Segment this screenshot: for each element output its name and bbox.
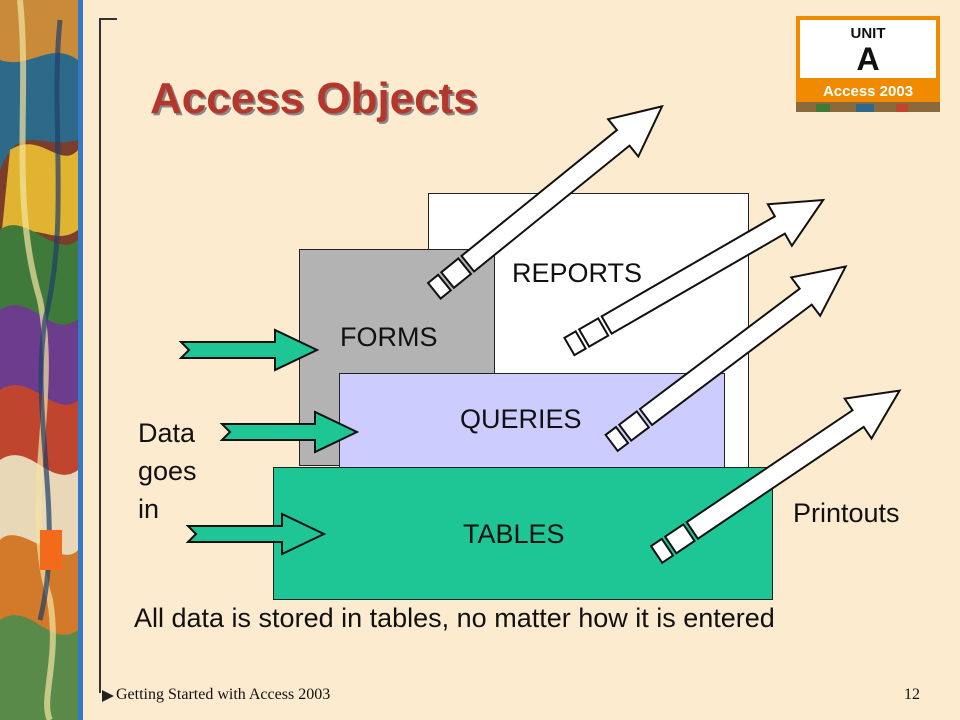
input-arrow-icon xyxy=(178,328,320,372)
forms-label: FORMS xyxy=(340,322,438,352)
footer-course-title: Getting Started with Access 2003 xyxy=(116,686,331,703)
data-input-line: goes xyxy=(138,456,197,486)
tables-label: TABLES xyxy=(463,519,565,549)
decorative-artwork xyxy=(0,0,78,720)
slide-frame-bracket xyxy=(99,18,117,693)
slide-caption: All data is stored in tables, no matter … xyxy=(134,603,775,633)
queries-label: QUERIES xyxy=(460,404,582,434)
unit-badge: UNIT A Access 2003 xyxy=(796,16,940,112)
data-input-label: Data goes in xyxy=(138,414,228,528)
left-accent-rule xyxy=(78,0,83,720)
reports-label: REPORTS xyxy=(512,258,643,288)
slide-title: Access Objects xyxy=(150,74,478,123)
page-number: 12 xyxy=(904,686,920,703)
footer-marker-icon xyxy=(102,690,114,702)
printouts-label: Printouts xyxy=(793,498,900,528)
data-input-line: Data xyxy=(138,418,196,448)
badge-product-text: Access 2003 xyxy=(823,83,913,100)
badge-letter: A xyxy=(856,41,879,77)
data-input-line: in xyxy=(138,494,160,524)
badge-unit-text: UNIT xyxy=(851,25,886,42)
